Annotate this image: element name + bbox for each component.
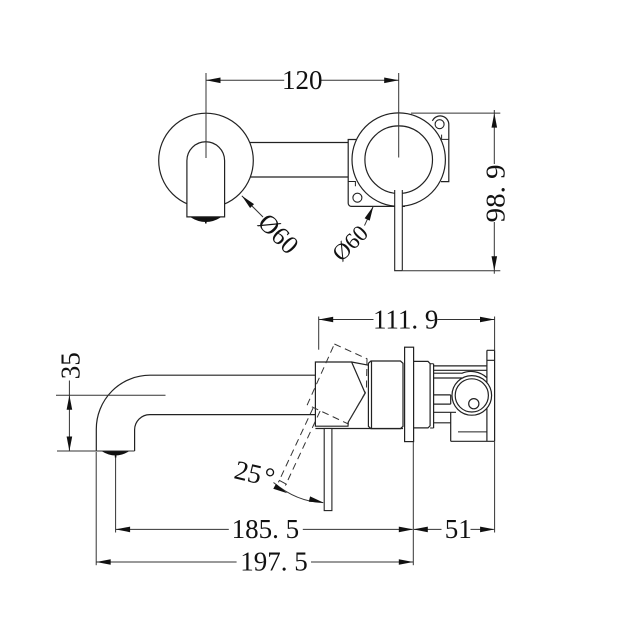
svg-text:35: 35: [55, 352, 85, 379]
svg-text:197. 5: 197. 5: [240, 547, 308, 577]
svg-text:120: 120: [282, 65, 323, 95]
svg-text:51: 51: [445, 514, 472, 544]
svg-text:185. 5: 185. 5: [232, 514, 300, 544]
svg-text:111. 9: 111. 9: [373, 304, 439, 334]
svg-text:98. 9: 98. 9: [480, 164, 510, 222]
